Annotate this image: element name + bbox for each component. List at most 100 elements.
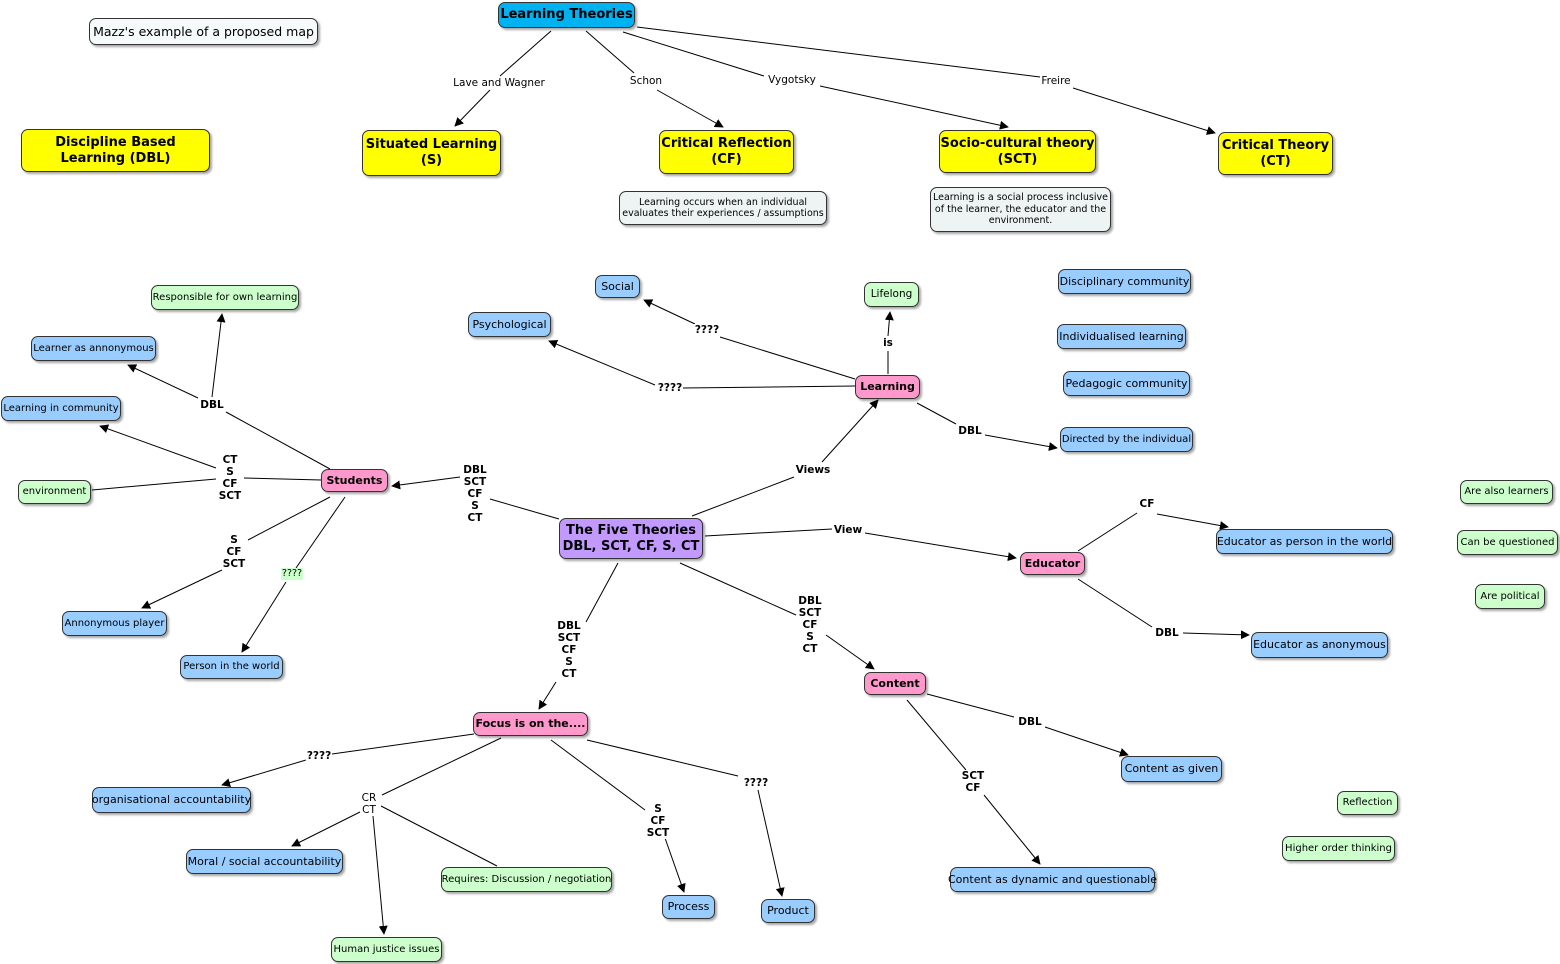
link-students-dbl: [225, 411, 331, 470]
link-educator-cf-2: [1156, 513, 1229, 530]
link-learning-social-1: [719, 336, 856, 380]
node-anonymous-player[interactable]: Annonymous player: [62, 611, 167, 636]
link-educator-cf-1: [1077, 512, 1138, 552]
node-psychological[interactable]: Psychological: [468, 312, 551, 337]
label-content-dbl: DBL: [1017, 716, 1043, 728]
node-lifelong[interactable]: Lifelong: [864, 282, 919, 307]
link-five-educator-2: [864, 532, 1017, 562]
node-environment[interactable]: environment: [18, 480, 91, 504]
node-situated-learning[interactable]: Situated Learning (S): [362, 130, 501, 176]
node-responsible-own-learning[interactable]: Responsible for own learning: [151, 285, 299, 310]
node-person-in-world[interactable]: Person in the world: [180, 655, 283, 679]
link-students-ct-comm: [99, 424, 217, 469]
label-psych-q: ????: [656, 382, 684, 394]
node-socio-cultural-theory[interactable]: Socio-cultural theory (SCT): [939, 130, 1096, 173]
link-students-s-2: [141, 569, 223, 609]
label-educator-cf: CF: [1138, 498, 1156, 510]
label-social-q: ????: [693, 324, 721, 336]
node-focus[interactable]: Focus is on the....: [473, 712, 588, 736]
node-educator-person-world[interactable]: Educator as person in the world: [1216, 529, 1393, 554]
link-learning-lifelong-2: [884, 311, 894, 337]
node-learning[interactable]: Learning: [855, 375, 920, 399]
link-five-focus-2: [538, 681, 557, 710]
node-organisational-accountability[interactable]: organisational accountability: [92, 787, 251, 813]
note-critical-reflection[interactable]: Learning occurs when an individual evalu…: [619, 191, 827, 225]
link-freire: [636, 26, 1041, 78]
link-learning-psych-1: [682, 385, 856, 389]
link-students-q-2: [241, 581, 287, 653]
node-moral-social-accountability[interactable]: Moral / social accountability: [186, 849, 343, 874]
node-educator[interactable]: Educator: [1020, 552, 1085, 575]
link-five-educator-1: [704, 528, 833, 537]
link-five-focus-1: [585, 562, 619, 623]
node-content-as-given[interactable]: Content as given: [1121, 756, 1222, 782]
link-students-s-1: [247, 496, 331, 541]
node-can-be-questioned[interactable]: Can be questioned: [1457, 530, 1558, 555]
node-directed-by-individual[interactable]: Directed by the individual: [1060, 427, 1193, 452]
link-focus-product-1: [586, 739, 739, 777]
link-five-content-1: [679, 562, 797, 616]
map-title-note[interactable]: Mazz's example of a proposed map: [89, 18, 318, 45]
node-students[interactable]: Students: [321, 469, 388, 492]
link-focus-cr-discussion: [380, 805, 498, 867]
node-reflection[interactable]: Reflection: [1337, 791, 1398, 815]
link-learning-psych-2: [548, 339, 656, 386]
node-educator-anonymous[interactable]: Educator as anonymous: [1251, 632, 1388, 658]
link-students-dbl-resp: [211, 313, 226, 398]
node-critical-theory[interactable]: Critical Theory (CT): [1218, 132, 1333, 175]
label-vygotsky: Vygotsky: [767, 74, 817, 86]
link-focus-org-2: [221, 759, 307, 788]
link-vygotsky: [622, 31, 765, 77]
node-product[interactable]: Product: [761, 899, 815, 923]
node-learner-anonymous[interactable]: Learner as annonymous: [31, 336, 156, 361]
link-focus-process-1: [550, 739, 646, 811]
node-critical-reflection[interactable]: Critical Reflection (CF): [659, 130, 794, 174]
link-students-ct: [243, 477, 322, 481]
link-focus-product-2: [757, 789, 785, 897]
label-freire: Freire: [1040, 75, 1072, 87]
link-five-students-1: [489, 498, 560, 520]
node-discipline-based-learning[interactable]: Discipline Based Learning (DBL): [21, 129, 210, 172]
link-students-ct-env: [91, 478, 217, 491]
note-socio-cultural[interactable]: Learning is a social process inclusive o…: [930, 187, 1111, 232]
link-content-dbl-2: [1044, 726, 1129, 757]
node-social[interactable]: Social: [595, 275, 640, 298]
node-disciplinary-community[interactable]: Disciplinary community: [1058, 269, 1191, 294]
label-is: is: [882, 337, 894, 349]
node-process[interactable]: Process: [662, 895, 715, 919]
node-content-dynamic[interactable]: Content as dynamic and questionable: [948, 867, 1157, 892]
link-students-q-1: [295, 496, 346, 569]
label-org-q: ????: [305, 750, 333, 762]
node-five-theories[interactable]: The Five Theories DBL, SCT, CF, S, CT: [559, 518, 703, 559]
link-focus-cr-human: [372, 815, 388, 935]
node-individualised-learning[interactable]: Individualised learning: [1057, 324, 1186, 349]
link-educator-dbl-1: [1077, 578, 1153, 628]
node-higher-order-thinking[interactable]: Higher order thinking: [1282, 836, 1395, 861]
link-educator-dbl-2: [1182, 630, 1250, 640]
link-five-learning-1: [691, 476, 795, 517]
link-learning-directed-1: [916, 402, 957, 425]
label-lave-wagner: Lave and Wagner: [452, 77, 546, 89]
node-also-learners[interactable]: Are also learners: [1460, 480, 1553, 504]
link-five-learning-2: [821, 399, 879, 463]
link-focus-cr: [381, 737, 502, 796]
label-views: Views: [794, 464, 832, 476]
node-pedagogic-community[interactable]: Pedagogic community: [1063, 371, 1190, 396]
node-requires-discussion[interactable]: Requires: Discussion / negotiation: [441, 867, 612, 892]
link-focus-cr-moral: [291, 811, 361, 847]
node-content[interactable]: Content: [864, 672, 926, 695]
node-learning-in-community[interactable]: Learning in community: [1, 396, 121, 421]
node-are-political[interactable]: Are political: [1475, 584, 1545, 609]
node-human-justice[interactable]: Human justice issues: [331, 937, 442, 962]
link-focus-org-1: [331, 733, 475, 755]
node-learning-theories[interactable]: Learning Theories: [498, 2, 635, 28]
link-lave-wagner: [499, 30, 552, 77]
link-focus-process-2: [664, 837, 686, 893]
link-content-dbl-1: [926, 693, 1015, 718]
